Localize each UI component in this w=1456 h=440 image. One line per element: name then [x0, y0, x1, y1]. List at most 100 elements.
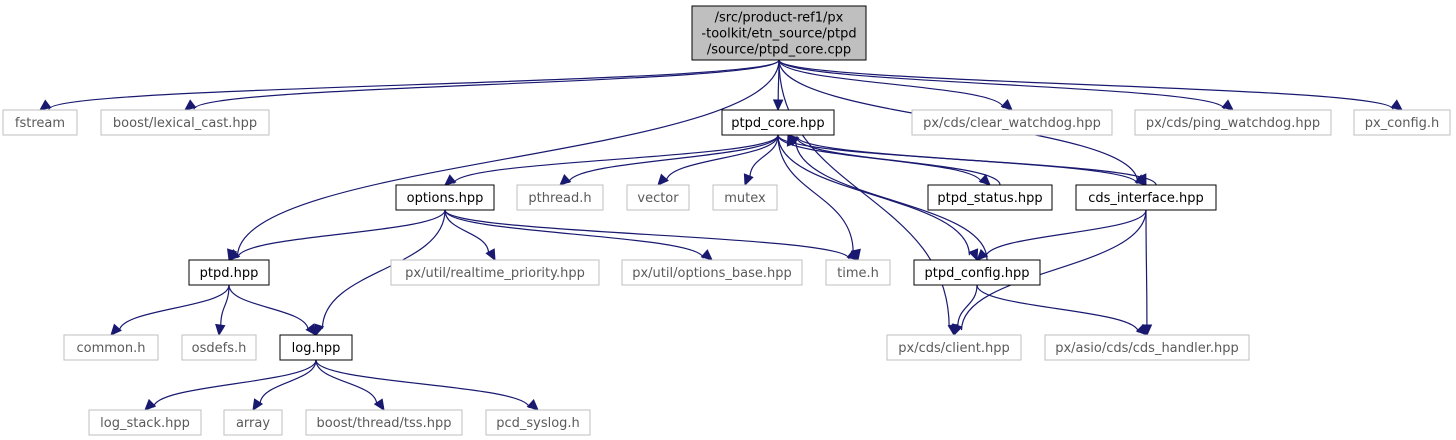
- edge-line: [315, 359, 530, 409]
- edge-line: [796, 135, 1157, 186]
- node-box: [395, 184, 495, 211]
- edge-root-to-ptpd_hpp: [227, 59, 780, 262]
- edge-line: [444, 209, 850, 260]
- node-box: [621, 259, 803, 286]
- edge-line: [237, 209, 446, 259]
- edge-arrowhead: [559, 174, 572, 186]
- node-label: array: [236, 416, 270, 431]
- edge-arrowhead: [485, 248, 496, 262]
- edge-line: [976, 284, 1139, 333]
- edge-line: [220, 284, 230, 327]
- edge-line: [48, 59, 780, 110]
- node-box: [390, 259, 600, 286]
- edge-options-to-opt_base: [444, 209, 713, 261]
- node-box: [2, 109, 78, 136]
- edge-arrowhead: [743, 173, 754, 187]
- edge-arrowhead: [772, 99, 784, 112]
- node-core_hpp[interactable]: ptpd_core.hpp: [721, 109, 835, 136]
- node-label: log.hpp: [292, 341, 341, 356]
- node-tss: boost/thread/tss.hpp: [305, 409, 463, 436]
- edge-arrowhead: [1390, 99, 1403, 111]
- edge-line: [957, 284, 978, 327]
- node-pthread: pthread.h: [516, 184, 604, 211]
- edge-line: [453, 134, 779, 184]
- node-box: [712, 184, 778, 211]
- edge-arrowhead: [1221, 99, 1234, 111]
- edge-arrowhead: [305, 323, 317, 336]
- node-box: [886, 334, 1022, 361]
- edge-line: [1145, 209, 1148, 327]
- node-ptpd_hpp[interactable]: ptpd.hpp: [188, 259, 270, 286]
- node-box: [1075, 184, 1217, 211]
- edge-arrowhead: [968, 248, 979, 262]
- node-config[interactable]: ptpd_config.hpp: [913, 259, 1041, 286]
- edge-arrowhead: [1135, 323, 1148, 336]
- node-label: px_config.h: [1365, 116, 1440, 131]
- node-box: [1134, 109, 1332, 136]
- edge-arrowhead: [978, 174, 991, 186]
- node-box: [100, 109, 270, 136]
- edge-arrowhead: [110, 323, 122, 336]
- node-cds_iface[interactable]: cds_interface.hpp: [1075, 184, 1217, 211]
- edge-ptpd_hpp-to-common: [110, 284, 230, 336]
- node-label: osdefs.h: [192, 341, 247, 356]
- node-osdefs: osdefs.h: [181, 334, 257, 361]
- node-label: options.hpp: [407, 191, 484, 206]
- edge-root-to-lexical: [184, 59, 780, 111]
- node-label: px/cds/clear_watchdog.hpp: [923, 116, 1101, 131]
- node-status[interactable]: ptpd_status.hpp: [927, 184, 1053, 211]
- node-lexical: boost/lexical_cast.hpp: [100, 109, 270, 136]
- node-label: log_stack.hpp: [100, 416, 190, 431]
- node-box: [485, 409, 591, 436]
- edge-ptpd_hpp-to-log: [228, 284, 317, 336]
- node-box: [1353, 109, 1451, 136]
- node-label: fstream: [15, 116, 65, 131]
- node-log[interactable]: log.hpp: [279, 334, 353, 361]
- edge-cds_iface-to-config: [976, 209, 1147, 261]
- edge-core_hpp-to-time_h: [777, 134, 861, 262]
- edge-arrowhead: [184, 99, 197, 111]
- node-log_stack: log_stack.hpp: [88, 409, 202, 436]
- node-box: [721, 109, 835, 136]
- node-options[interactable]: options.hpp: [395, 184, 495, 211]
- edge-root-to-core_hpp: [772, 59, 784, 112]
- edge-line: [444, 209, 490, 254]
- edge-line: [749, 134, 779, 178]
- node-mutex: mutex: [712, 184, 778, 211]
- node-rt_prio: px/util/realtime_priority.hpp: [390, 259, 600, 286]
- edge-core_hpp-to-options: [444, 134, 779, 186]
- edge-arrowhead: [1134, 174, 1147, 186]
- node-common: common.h: [63, 334, 159, 361]
- node-root[interactable]: /src/product-ref1/px-toolkit/etn_source/…: [691, 5, 867, 61]
- edge-line: [777, 134, 970, 256]
- edge-arrowhead: [373, 398, 385, 412]
- node-box: [88, 409, 202, 436]
- edge-line: [778, 59, 1004, 109]
- node-label: vector: [637, 191, 679, 206]
- node-cds_handler: px/asio/cds/cds_handler.hpp: [1044, 334, 1250, 361]
- node-vector: vector: [626, 184, 690, 211]
- node-time_h: time.h: [825, 259, 891, 286]
- edge-line: [960, 209, 1147, 331]
- node-label: boost/thread/tss.hpp: [317, 416, 452, 431]
- node-label: common.h: [77, 341, 146, 356]
- edge-arrowhead: [786, 133, 797, 147]
- edge-line: [778, 59, 1225, 110]
- edge-arrowhead: [228, 249, 241, 261]
- edge-line: [444, 209, 704, 259]
- node-label: ptpd.hpp: [200, 266, 259, 281]
- edge-arrowhead: [1000, 99, 1013, 111]
- edge-line: [315, 359, 378, 405]
- edge-root-to-fstream: [39, 59, 780, 111]
- node-fstream: fstream: [2, 109, 78, 136]
- node-label: /source/ptpd_core.cpp: [707, 43, 851, 58]
- node-box: [181, 334, 257, 361]
- node-box: [913, 259, 1041, 286]
- edge-arrowhead: [144, 398, 157, 411]
- node-layer: /src/product-ref1/px-toolkit/etn_source/…: [2, 5, 1451, 436]
- node-px_config: px_config.h: [1353, 109, 1451, 136]
- node-label: ptpd_config.hpp: [924, 266, 1029, 281]
- node-box: [516, 184, 604, 211]
- edge-line: [153, 359, 317, 408]
- node-array: array: [223, 409, 283, 436]
